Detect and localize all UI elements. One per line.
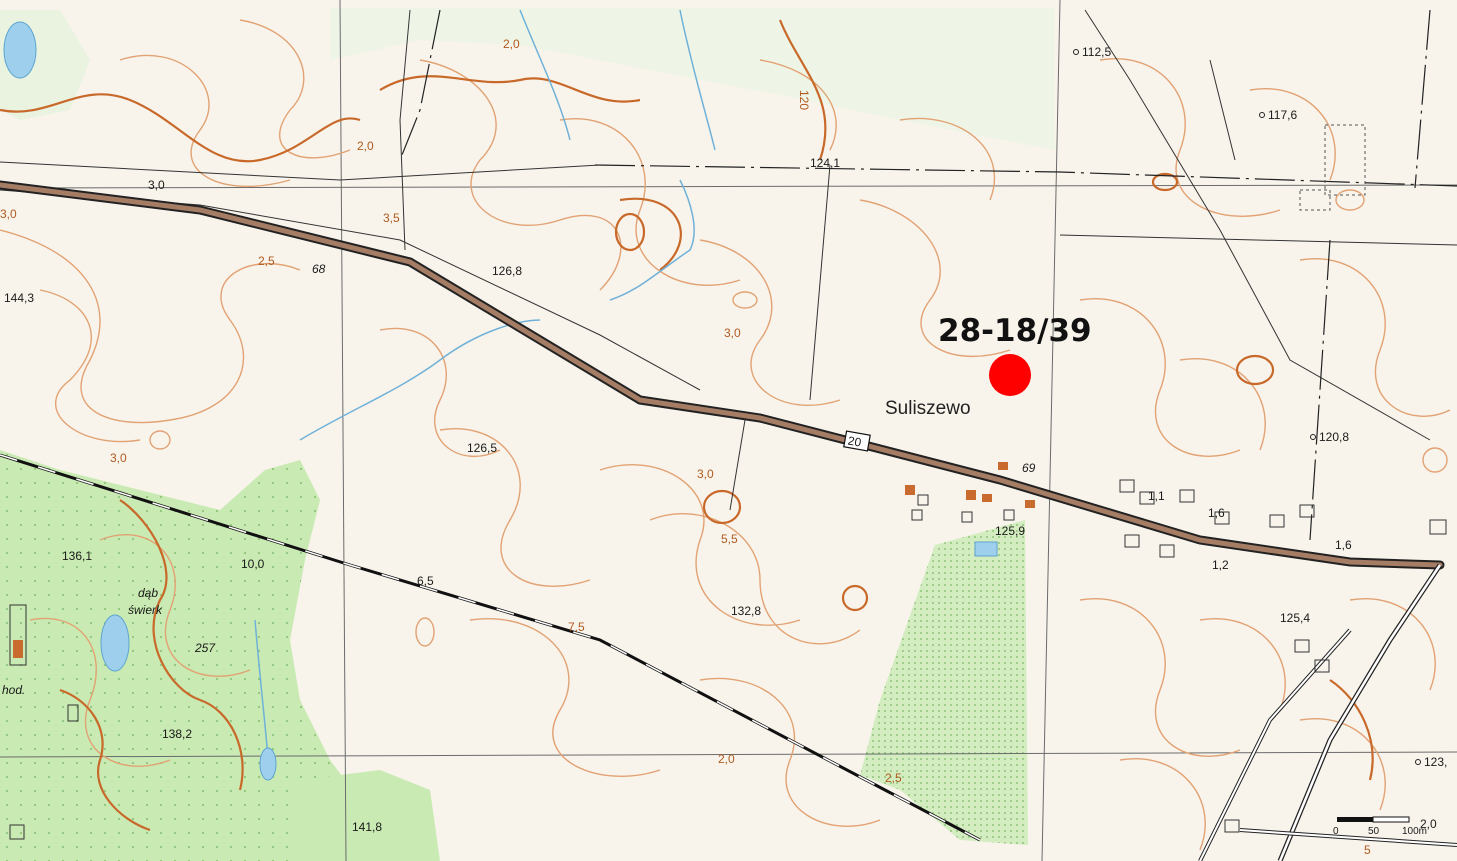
depth-3-0-south: 3,0	[697, 467, 714, 481]
hill-contour-d	[841, 584, 869, 612]
contour-value-120: 120	[797, 90, 811, 110]
depth-2-5-bottom: 2,5	[885, 771, 902, 785]
stream-b	[679, 9, 716, 151]
hill-contour-j	[1422, 447, 1448, 473]
hill-contour-f	[1235, 354, 1275, 386]
depth-3-0-road: 3,0	[148, 178, 165, 192]
track-center	[809, 164, 831, 401]
depth-6-5: 6,5	[417, 574, 434, 588]
elevation-124-1: 124,1	[810, 156, 840, 170]
depth-5-5: 5,5	[721, 532, 738, 546]
grid-line-v1	[339, 0, 347, 861]
depth-3-0-center: 3,0	[724, 326, 741, 340]
forest-area-south	[300, 770, 440, 861]
boundary-diag	[399, 9, 441, 161]
track-east-3	[1059, 234, 1457, 246]
scale-fifty: 50	[1368, 826, 1380, 837]
depth-1-2: 1,2	[1212, 558, 1229, 572]
depth-2-0-mid: 2,0	[357, 139, 374, 153]
hill-contour-h	[149, 430, 171, 450]
depth-2-0-bottom: 2,0	[718, 752, 735, 766]
buildings	[9, 124, 1447, 840]
scale-zero: 0	[1333, 826, 1339, 837]
meadow-area-north	[330, 8, 1055, 150]
depth-3-0-left: 3,0	[0, 207, 17, 221]
secondary-road-south	[1198, 563, 1457, 861]
site-marker[interactable]	[989, 354, 1031, 396]
hill-contour-c	[702, 489, 742, 525]
pond-b	[259, 747, 277, 781]
scale-bar: 0 50 100m	[1333, 816, 1427, 837]
main-road-20	[0, 180, 1445, 570]
number-68: 68	[312, 262, 326, 276]
grid-line-h1	[0, 184, 1457, 189]
elevation-138-2: 138,2	[162, 727, 192, 741]
elevation-125-9: 125,9	[995, 524, 1025, 538]
number-257: 257	[194, 641, 216, 655]
label-hod: hod.	[2, 683, 25, 697]
tree-label-swierk: świerk	[128, 603, 163, 617]
hill-contour-e	[1151, 172, 1179, 192]
depth-1-6-a: 1,6	[1208, 506, 1225, 520]
elevation-112-5: 112,5	[1082, 45, 1111, 59]
depth-3-5: 3,5	[383, 211, 400, 225]
tree-label-dab: dąb	[138, 586, 158, 600]
elevation-125-4: 125,4	[1280, 611, 1310, 625]
road-number-label: 20	[847, 434, 863, 450]
elevation-126-8: 126,8	[492, 264, 522, 278]
hill-contour-g	[415, 617, 435, 647]
track-west	[399, 9, 411, 251]
track-east-1	[1084, 9, 1431, 441]
stream-a	[519, 9, 571, 141]
depth-2-0-top: 2,0	[503, 37, 520, 51]
boundary-top-east	[1414, 9, 1431, 189]
hill-contour-i	[1335, 189, 1365, 211]
depth-2-5: 2,5	[258, 254, 275, 268]
stream-c	[609, 179, 695, 301]
relative-height-labels: 2,0 2,0 3,0 3,0 3,5 2,5 3,0 3,0 3,0 5,5 …	[0, 37, 1437, 831]
depth-7-5: 7,5	[568, 620, 585, 634]
road-number-shield	[843, 430, 871, 452]
depth-3-0-west: 3,0	[110, 451, 127, 465]
scale-hundred: 100m	[1402, 826, 1427, 837]
depth-2-0-right: 2,0	[1420, 817, 1437, 831]
boundary-east	[1309, 239, 1331, 541]
elevation-141-8: 141,8	[352, 820, 382, 834]
elevation-126-5: 126,5	[467, 441, 497, 455]
elevation-123: 123,	[1424, 755, 1447, 769]
pond-a	[100, 614, 130, 672]
railway-line	[0, 453, 981, 842]
depth-1-1: 1,1	[1148, 489, 1165, 503]
pond-c	[3, 21, 37, 79]
elevation-120-8: 120,8	[1319, 430, 1349, 444]
orchard-dots	[860, 520, 1028, 845]
place-name: Suliszewo	[885, 398, 971, 419]
contour-value-5: 5	[1364, 843, 1371, 857]
elevation-132-8: 132,8	[731, 604, 761, 618]
elevation-136-1: 136,1	[62, 549, 92, 563]
grid-line-v2	[1041, 0, 1061, 861]
pond-d	[974, 541, 998, 557]
elevation-117-6: 117,6	[1268, 108, 1297, 122]
depth-1-6-b: 1,6	[1335, 538, 1352, 552]
elevation-144-3: 144,3	[4, 291, 34, 305]
hill-contour-a	[614, 212, 646, 252]
track-east-2	[1209, 59, 1236, 161]
depth-10-0: 10,0	[241, 557, 265, 571]
track-south-center	[729, 419, 746, 511]
site-label: 28-18/39	[938, 313, 1092, 349]
hill-contour-b	[732, 291, 758, 309]
elevation-labels: 112,5 117,6 124,1 126,8 144,3 126,5 120,…	[4, 45, 1447, 834]
track-north	[0, 161, 601, 181]
number-69: 69	[1022, 461, 1036, 475]
